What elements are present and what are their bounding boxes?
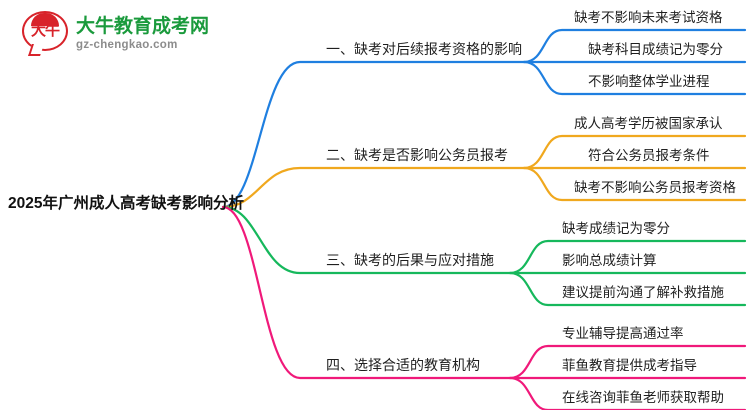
leaf-node-1-1-label: 缺考不影响未来考试资格 [574,10,723,25]
leaf-node-3-1-label: 缺考成绩记为零分 [562,221,670,236]
site-logo: 大牛 大牛教育成考网 gz-chengkao.com [22,8,212,60]
branch-3-leaf-3-link [508,271,747,307]
leaf-node-3-3[interactable]: 建议提前沟通了解补救措施 [562,286,724,300]
logo-subtitle-url: gz-chengkao.com [76,39,178,51]
branch-1-leaf-3-link [522,60,747,96]
leaf-node-2-1[interactable]: 成人高考学历被国家承认 [574,117,723,131]
leaf-node-4-2[interactable]: 菲鱼教育提供成考指导 [562,359,697,373]
branch-node-3-label: 三、缺考的后果与应对措施 [326,252,494,268]
leaf-node-2-2-label: 符合公务员报考条件 [588,148,710,163]
leaf-node-2-1-label: 成人高考学历被国家承认 [574,116,723,131]
root-node-label: 2025年广州成人高考缺考影响分析 [8,195,244,212]
leaf-node-4-1[interactable]: 专业辅导提高通过率 [562,327,684,341]
branch-node-3[interactable]: 三、缺考的后果与应对措施 [326,253,494,267]
branch-2-leaf-3-link [522,166,747,202]
leaf-node-1-3[interactable]: 不影响整体学业进程 [588,75,710,89]
branch-node-1[interactable]: 一、缺考对后续报考资格的影响 [326,42,522,56]
branch-4-spine [221,205,512,380]
branch-node-4-label: 四、选择合适的教育机构 [326,357,480,373]
logo-text-block: 大牛教育成考网 gz-chengkao.com [76,16,209,52]
leaf-node-4-3-label: 在线咨询菲鱼老师获取帮助 [562,390,724,405]
branch-3-spine [221,205,512,275]
logo-cap-shape [31,13,59,26]
leaf-node-3-2[interactable]: 影响总成绩计算 [562,254,657,268]
branch-1-spine [221,60,526,209]
leaf-node-3-2-label: 影响总成绩计算 [562,253,657,268]
logo-mark-text: 大牛 [30,22,60,39]
logo-title: 大牛教育成考网 [76,16,210,37]
branch-node-2-label: 二、缺考是否影响公务员报考 [326,147,508,163]
leaf-node-3-1[interactable]: 缺考成绩记为零分 [562,222,670,236]
leaf-node-1-2-label: 缺考科目成绩记为零分 [588,42,723,57]
leaf-node-1-2[interactable]: 缺考科目成绩记为零分 [588,43,723,57]
leaf-node-1-3-label: 不影响整体学业进程 [588,74,710,89]
branch-2-spine [221,166,526,209]
leaf-node-2-3[interactable]: 缺考不影响公务员报考资格 [574,181,736,195]
leaf-node-2-2[interactable]: 符合公务员报考条件 [588,149,710,163]
leaf-node-4-3[interactable]: 在线咨询菲鱼老师获取帮助 [562,391,724,405]
leaf-node-4-2-label: 菲鱼教育提供成考指导 [562,358,697,373]
logo-mark-icon: 大牛 [22,11,68,57]
root-node[interactable]: 2025年广州成人高考缺考影响分析 [8,196,244,212]
leaf-node-2-3-label: 缺考不影响公务员报考资格 [574,180,736,195]
leaf-node-3-3-label: 建议提前沟通了解补救措施 [562,285,724,300]
leaf-node-4-1-label: 专业辅导提高通过率 [562,326,684,341]
branch-node-1-label: 一、缺考对后续报考资格的影响 [326,41,522,57]
leaf-node-1-1[interactable]: 缺考不影响未来考试资格 [574,11,723,25]
branch-node-4[interactable]: 四、选择合适的教育机构 [326,358,480,372]
branch-node-2[interactable]: 二、缺考是否影响公务员报考 [326,148,508,162]
